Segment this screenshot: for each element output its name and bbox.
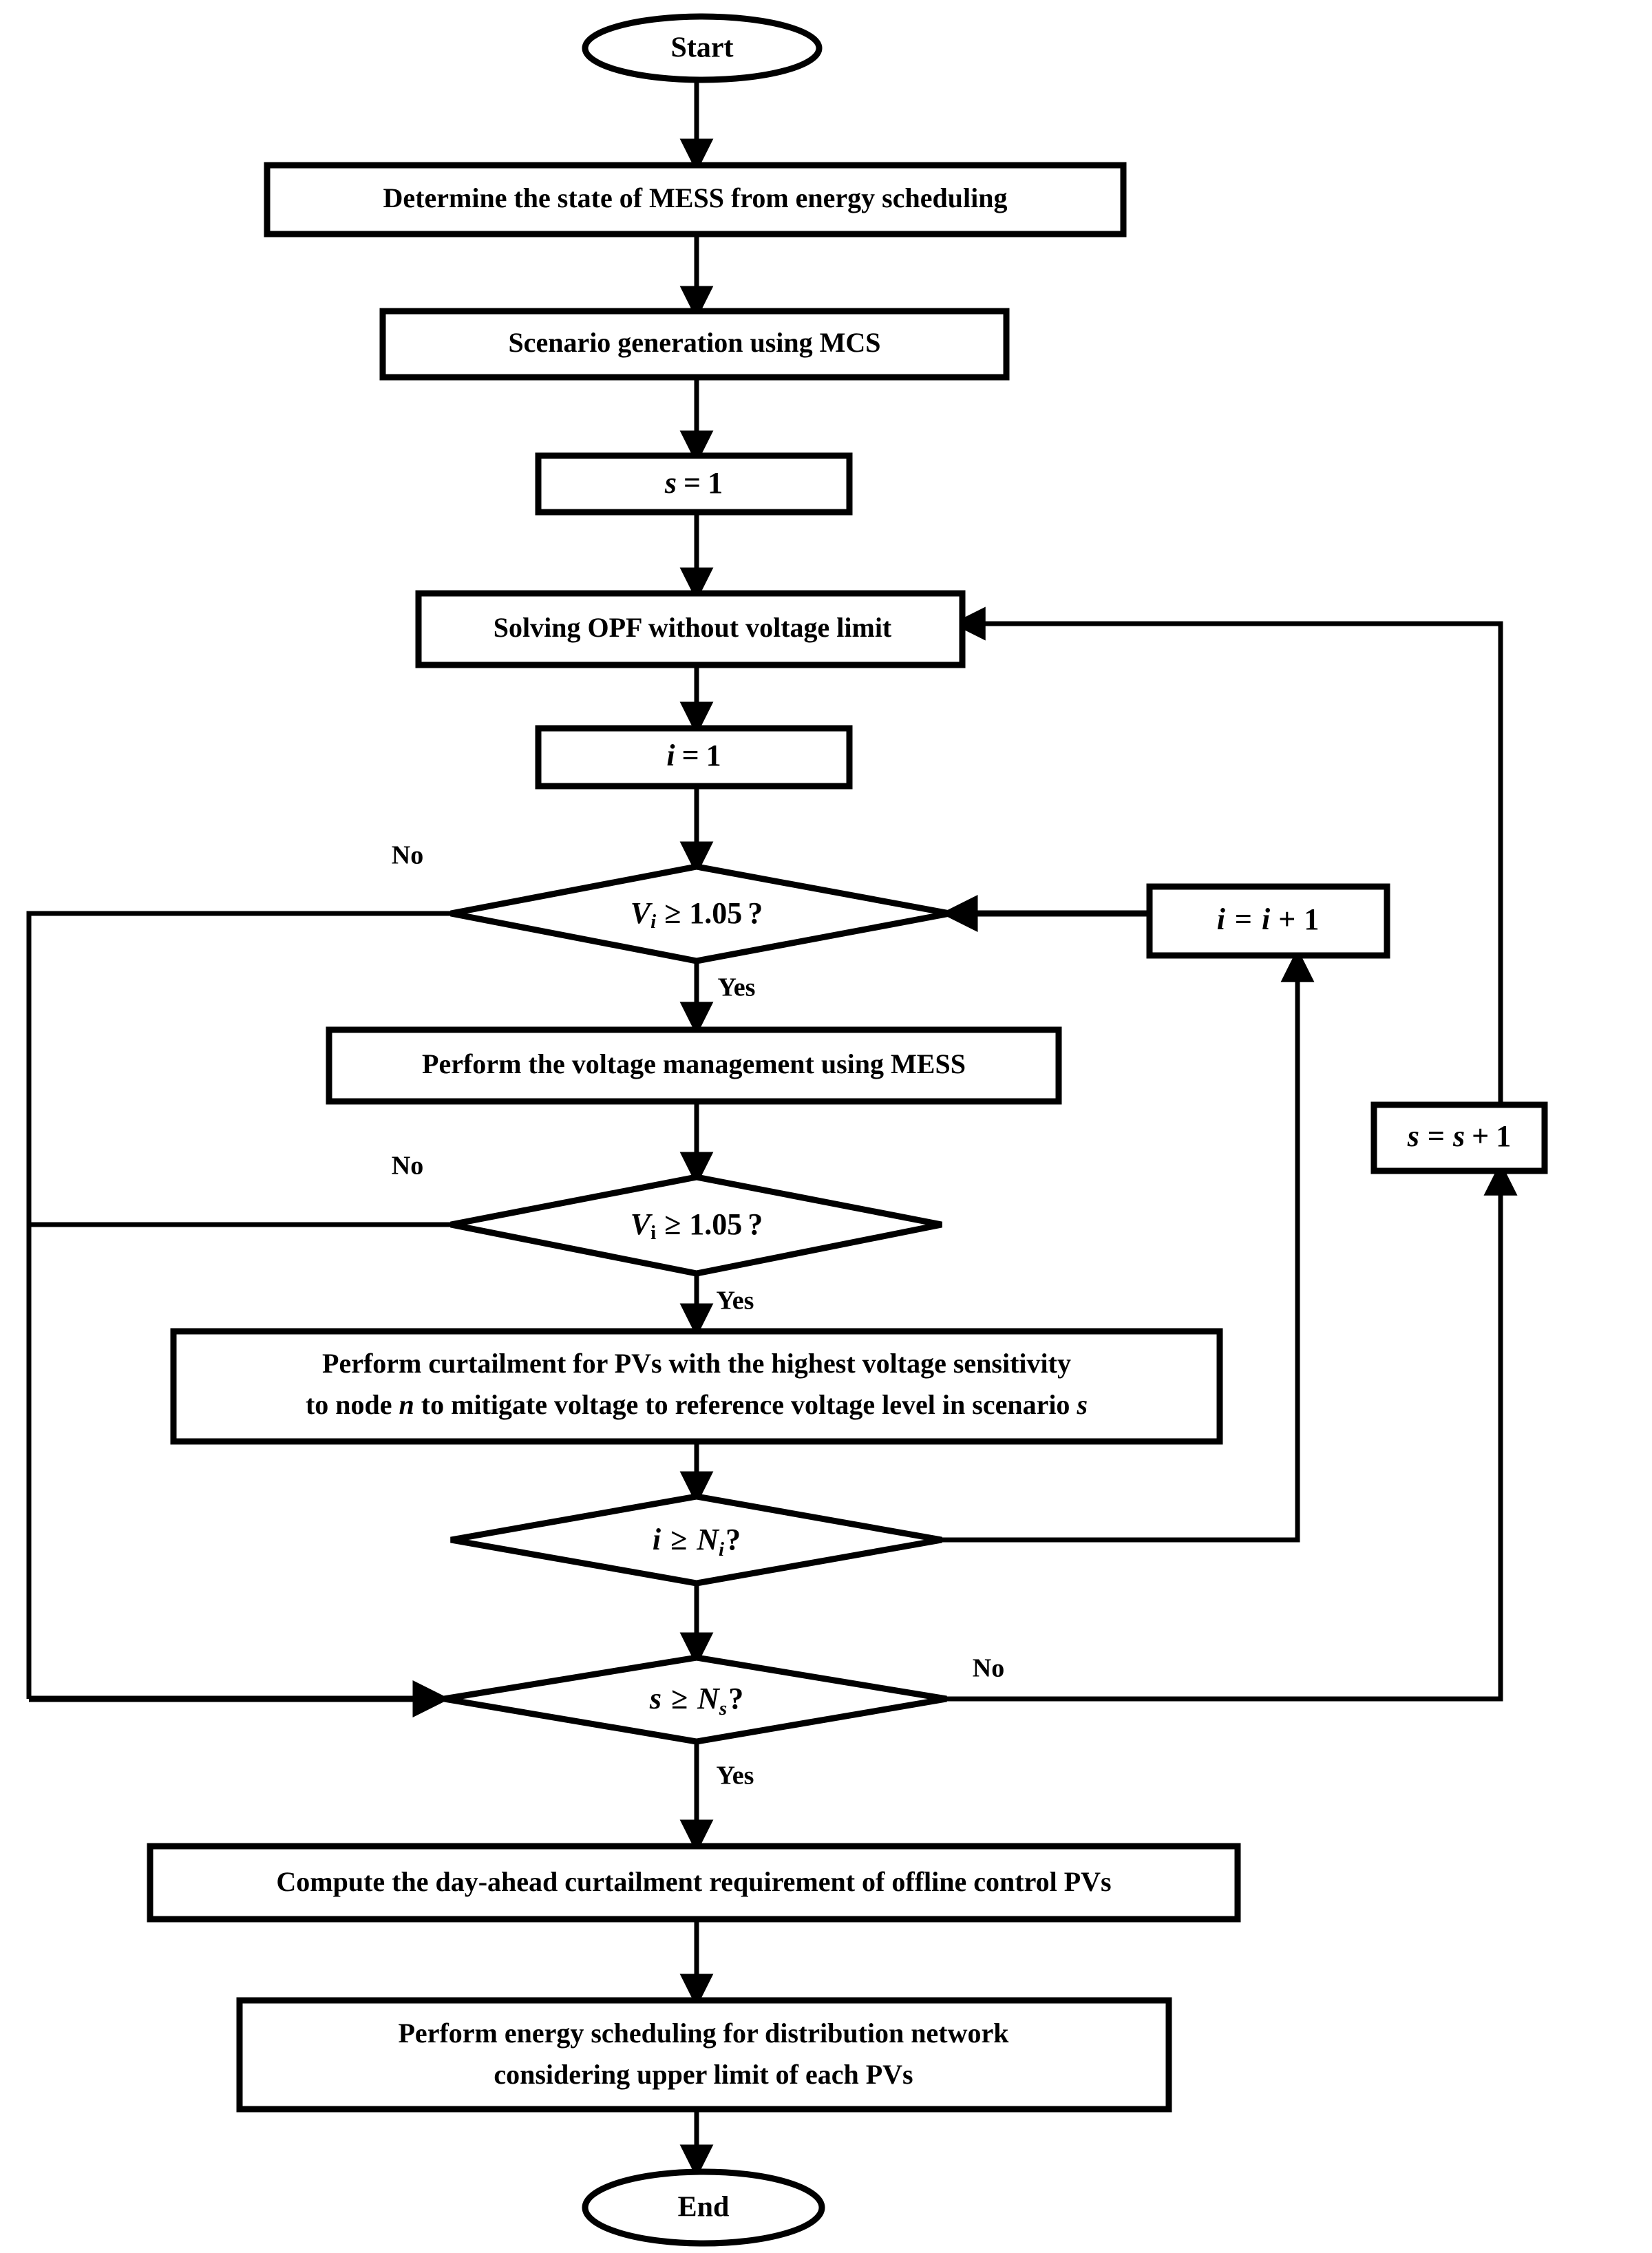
node-i-init[interactable]: i=1 bbox=[535, 725, 853, 790]
node-curtailment-line2: to node n to mitigate voltage to referen… bbox=[306, 1389, 1088, 1420]
edge-label-no-checkv1: No bbox=[392, 841, 423, 870]
node-compute-dayahead-label: Compute the day-ahead curtailment requir… bbox=[276, 1866, 1111, 1897]
node-energy-scheduling[interactable]: Perform energy scheduling for distributi… bbox=[236, 1997, 1172, 2113]
node-check-v2-label: Vi≥1.05? bbox=[631, 1207, 763, 1244]
edge-label-no-checkv2: No bbox=[392, 1152, 423, 1181]
node-scenario-generation[interactable]: Scenario generation using MCS bbox=[379, 308, 1010, 381]
node-i-increment[interactable]: i=i+1 bbox=[1146, 883, 1390, 959]
node-i-increment-label: i=i+1 bbox=[1217, 902, 1320, 936]
node-energy-scheduling-line2: considering upper limit of each PVs bbox=[494, 2059, 913, 2090]
node-s-init-label: s=1 bbox=[664, 466, 723, 500]
node-check-i[interactable]: i≥Ni? bbox=[450, 1493, 942, 1587]
node-voltage-management-label: Perform the voltage management using MES… bbox=[422, 1048, 966, 1079]
edge-label-yes-checks: Yes bbox=[717, 1762, 754, 1790]
node-end-label: End bbox=[678, 2192, 730, 2223]
node-solve-opf-label: Solving OPF without voltage limit bbox=[494, 612, 892, 643]
node-compute-dayahead[interactable]: Compute the day-ahead curtailment requir… bbox=[147, 1843, 1241, 1923]
edge-checks-no-to-sincr bbox=[946, 1161, 1518, 1702]
node-voltage-management[interactable]: Perform the voltage management using MES… bbox=[326, 1026, 1062, 1105]
node-s-increment[interactable]: s=s+1 bbox=[1370, 1101, 1548, 1174]
node-s-init[interactable]: s=1 bbox=[535, 452, 853, 516]
node-determine-mess-label: Determine the state of MESS from energy … bbox=[383, 182, 1008, 213]
node-start-label: Start bbox=[671, 32, 734, 64]
edge-label-yes-checkv1: Yes bbox=[718, 973, 756, 1002]
node-check-v1-label: Vi≥1.05? bbox=[631, 896, 763, 933]
edge-checkv1-no-left bbox=[26, 911, 451, 1699]
node-end[interactable]: End bbox=[582, 2168, 825, 2247]
edge-label-yes-checkv2: Yes bbox=[717, 1287, 754, 1315]
edge-label-no-checks: No bbox=[973, 1654, 1004, 1683]
node-curtailment-line1: Perform curtailment for PVs with the hig… bbox=[322, 1348, 1071, 1379]
node-check-i-label: i≥Ni? bbox=[653, 1523, 741, 1561]
node-i-init-label: i=1 bbox=[666, 739, 721, 772]
node-energy-scheduling-line1: Perform energy scheduling for distributi… bbox=[399, 2018, 1010, 2049]
node-s-increment-label: s=s+1 bbox=[1407, 1119, 1511, 1153]
node-solve-opf[interactable]: Solving OPF without voltage limit bbox=[415, 590, 966, 668]
edge-checki-to-iincr bbox=[942, 948, 1315, 1543]
node-start[interactable]: Start bbox=[582, 13, 823, 83]
node-determine-mess[interactable]: Determine the state of MESS from energy … bbox=[264, 162, 1127, 237]
node-check-s-label: s≥Ns? bbox=[649, 1682, 743, 1720]
node-check-v1[interactable]: Vi≥1.05? bbox=[450, 863, 951, 964]
node-check-s[interactable]: s≥Ns? bbox=[443, 1654, 947, 1745]
node-scenario-generation-label: Scenario generation using MCS bbox=[508, 327, 880, 358]
node-check-v2[interactable]: Vi≥1.05? bbox=[450, 1174, 942, 1277]
node-curtailment[interactable]: Perform curtailment for PVs with the hig… bbox=[170, 1328, 1223, 1445]
edge-sincr-to-opf bbox=[951, 606, 1503, 1105]
